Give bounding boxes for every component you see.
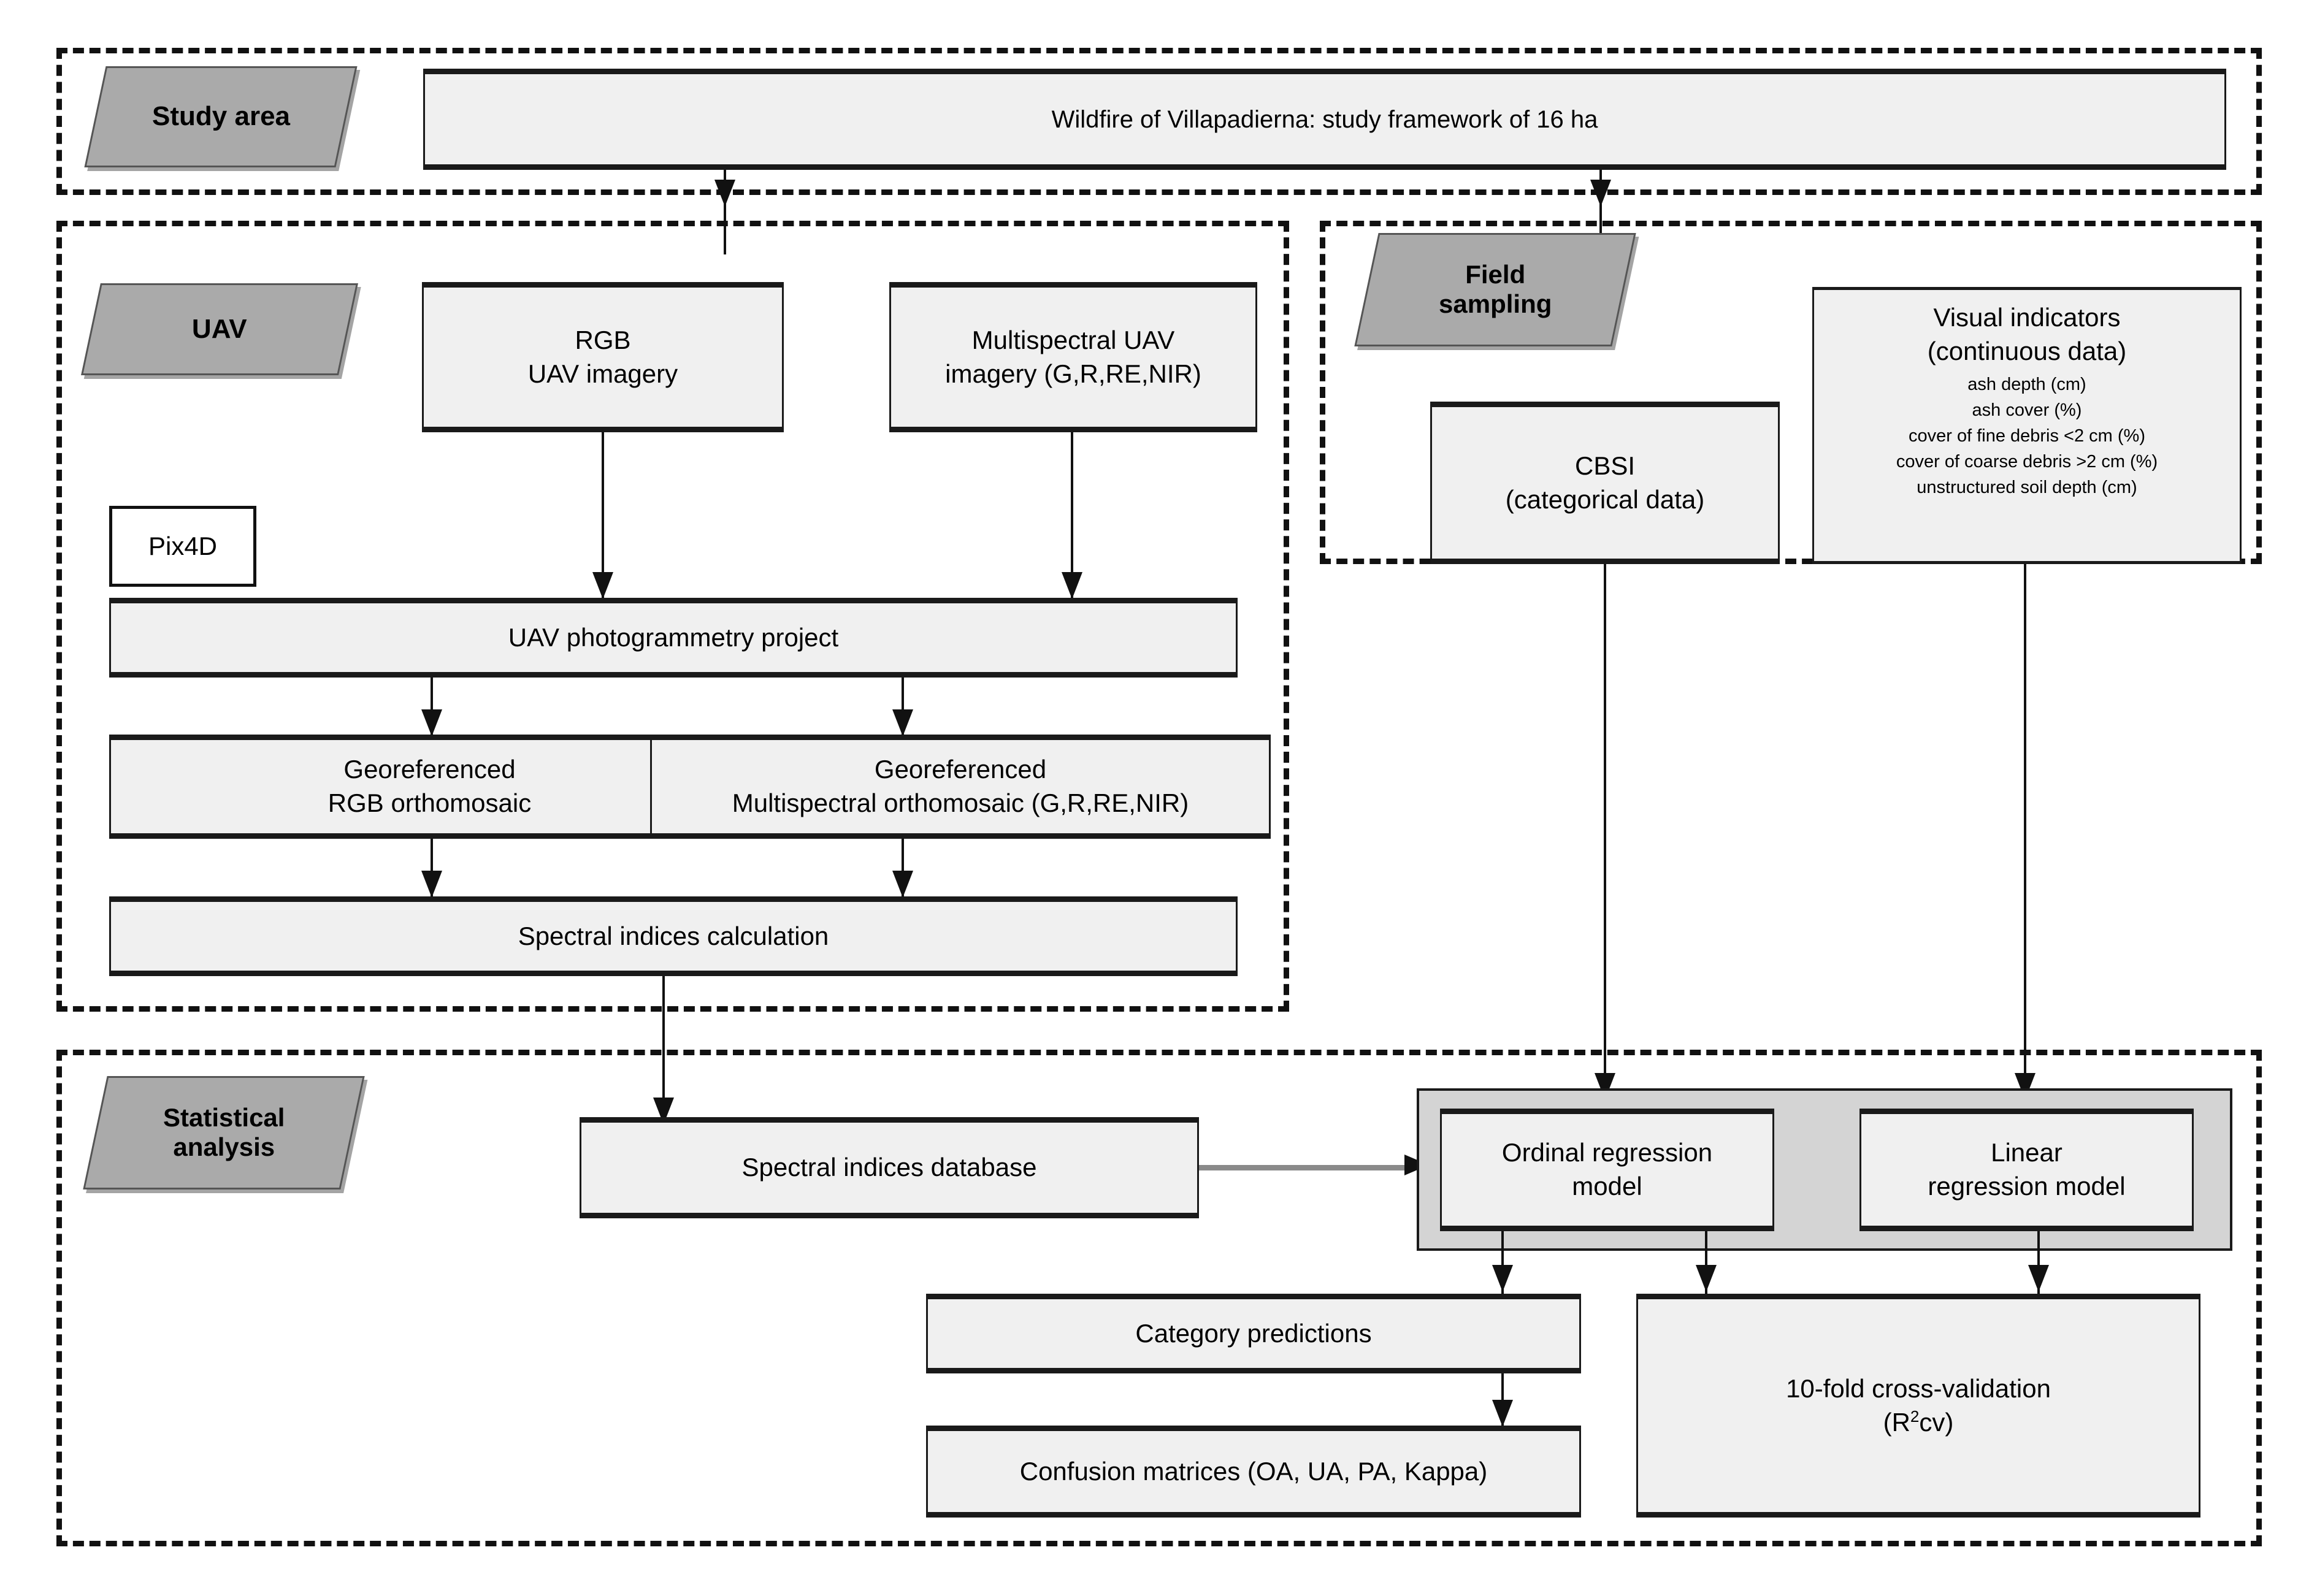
arrow-photogrammetry-to-georef-rgb: [421, 709, 442, 736]
connector-georef-ms-to-indices: [902, 839, 904, 900]
box-photogrammetry-project-label: UAV photogrammetry project: [508, 622, 839, 652]
box-cbsi-line2: (categorical data): [1505, 484, 1705, 514]
arrow-georef-ms-to-indices: [892, 871, 913, 898]
box-georef-rgb: Georeferenced RGB orthomosaic: [109, 735, 750, 839]
box-spectral-indices-calculation: Spectral indices calculation: [109, 896, 1238, 976]
connector-photogrammetry-to-georef-rgb: [431, 678, 433, 739]
box-spectral-indices-calculation-label: Spectral indices calculation: [518, 921, 829, 950]
box-multispectral-imagery-line1: Multispectral UAV: [971, 325, 1175, 354]
box-cross-validation-exponent: 2: [1910, 1407, 1920, 1426]
arrow-georef-rgb-to-indices: [421, 871, 442, 898]
visual-indicator-item: cover of coarse debris >2 cm (%): [1896, 452, 2158, 472]
section-study-area: [56, 48, 2262, 195]
box-category-predictions-label: Category predictions: [1135, 1318, 1372, 1348]
box-multispectral-imagery: Multispectral UAV imagery (G,R,RE,NIR): [889, 282, 1257, 432]
box-pix4d-label: Pix4D: [148, 532, 218, 560]
box-cross-validation-line2: (R2cv): [1883, 1406, 1954, 1440]
box-georef-multispectral: Georeferenced Multispectral orthomosaic …: [650, 735, 1271, 839]
box-category-predictions: Category predictions: [926, 1294, 1581, 1373]
connector-photogrammetry-to-georef-ms: [902, 678, 904, 739]
box-cross-validation-r: (R: [1883, 1407, 1910, 1437]
box-pix4d: Pix4D: [109, 506, 256, 587]
connector-georef-rgb-to-indices: [431, 839, 433, 900]
section-field-sampling: [1320, 221, 2262, 564]
connector-rgb-to-photogrammetry: [602, 432, 604, 598]
box-study-framework: Wildfire of Villapadierna: study framewo…: [423, 69, 2226, 170]
box-cbsi: CBSI (categorical data): [1430, 402, 1780, 564]
box-georef-multispectral-line2: Multispectral orthomosaic (G,R,RE,NIR): [732, 788, 1189, 817]
box-visual-indicators: Visual indicators (continuous data) ash …: [1812, 287, 2242, 564]
box-confusion-matrices: Confusion matrices (OA, UA, PA, Kappa): [926, 1426, 1581, 1518]
visual-indicator-item: unstructured soil depth (cm): [1917, 478, 2137, 498]
box-study-framework-label: Wildfire of Villapadierna: study framewo…: [1051, 105, 1598, 133]
box-cross-validation-cv: cv): [1919, 1407, 1954, 1437]
section-tag-study-area-label: Study area: [151, 101, 290, 132]
arrow-ms-to-photogrammetry: [1062, 572, 1082, 599]
arrow-ordinal-to-category-predictions: [1492, 1265, 1513, 1292]
section-tag-field-sampling-line2: sampling: [1438, 289, 1552, 319]
arrow-linear-to-cross-validation: [2028, 1265, 2049, 1292]
connector-study-to-field: [1599, 170, 1602, 254]
arrow-rgb-to-photogrammetry: [592, 572, 613, 599]
connector-study-to-uav: [724, 170, 726, 254]
box-cross-validation: 10-fold cross-validation (R2cv): [1636, 1294, 2200, 1518]
connector-indicators-to-linear-model: [2024, 564, 2026, 1098]
section-tag-statistical-analysis: Statistical analysis: [83, 1076, 365, 1189]
box-linear-regression-model-line1: Linear: [1991, 1138, 2062, 1167]
section-tag-field-sampling-line1: Field: [1465, 260, 1525, 289]
connector-cbsi-to-ordinal-model: [1604, 564, 1606, 1098]
section-tag-statistical-analysis-label: Statistical analysis: [163, 1103, 285, 1163]
box-rgb-imagery: RGB UAV imagery: [422, 282, 784, 432]
connector-ms-to-photogrammetry: [1071, 432, 1073, 598]
section-tag-statistical-analysis-line2: analysis: [173, 1132, 275, 1162]
arrow-study-to-uav: [714, 180, 735, 207]
box-multispectral-imagery-line2: imagery (G,R,RE,NIR): [945, 359, 1201, 388]
box-ordinal-regression-model-line1: Ordinal regression: [1501, 1138, 1713, 1167]
visual-indicator-item: cover of fine debris <2 cm (%): [1908, 426, 2145, 446]
section-tag-uav: UAV: [81, 283, 358, 375]
box-georef-rgb-line2: RGB orthomosaic: [327, 788, 532, 817]
arrow-predictions-to-confusion: [1492, 1400, 1513, 1427]
visual-indicator-item: ash depth (cm): [1967, 375, 2086, 395]
box-spectral-indices-database-label: Spectral indices database: [741, 1153, 1037, 1182]
arrow-study-to-field: [1590, 180, 1611, 207]
box-georef-multispectral-line1: Georeferenced: [874, 755, 1047, 784]
section-tag-study-area: Study area: [84, 66, 358, 167]
box-rgb-imagery-line1: RGB: [575, 325, 631, 354]
section-tag-field-sampling: Field sampling: [1354, 233, 1636, 346]
box-confusion-matrices-label: Confusion matrices (OA, UA, PA, Kappa): [1019, 1456, 1488, 1486]
arrow-photogrammetry-to-georef-ms: [892, 709, 913, 736]
box-cbsi-line1: CBSI: [1574, 451, 1636, 480]
section-uav: [56, 221, 1289, 1012]
box-georef-rgb-line1: Georeferenced: [343, 755, 516, 784]
box-ordinal-regression-model-line2: model: [1572, 1172, 1642, 1201]
visual-indicator-item: ash cover (%): [1972, 400, 2082, 421]
box-linear-regression-model-line2: regression model: [1928, 1172, 2126, 1201]
box-visual-indicators-line1: Visual indicators: [1933, 303, 2121, 332]
section-tag-uav-label: UAV: [192, 313, 247, 344]
arrow-ordinal-to-cross-validation: [1696, 1265, 1717, 1292]
box-visual-indicators-line2: (continuous data): [1927, 336, 2127, 365]
box-ordinal-regression-model: Ordinal regression model: [1440, 1109, 1774, 1231]
box-cross-validation-line1: 10-fold cross-validation: [1786, 1373, 2051, 1403]
connector-database-to-models: [1199, 1165, 1414, 1170]
box-rgb-imagery-line2: UAV imagery: [527, 359, 678, 388]
section-tag-statistical-analysis-line1: Statistical: [163, 1103, 285, 1132]
box-spectral-indices-database: Spectral indices database: [580, 1117, 1199, 1218]
section-tag-field-sampling-label: Field sampling: [1439, 260, 1552, 319]
box-linear-regression-model: Linear regression model: [1859, 1109, 2194, 1231]
box-photogrammetry-project: UAV photogrammetry project: [109, 598, 1238, 678]
section-statistical-analysis: [56, 1050, 2262, 1546]
